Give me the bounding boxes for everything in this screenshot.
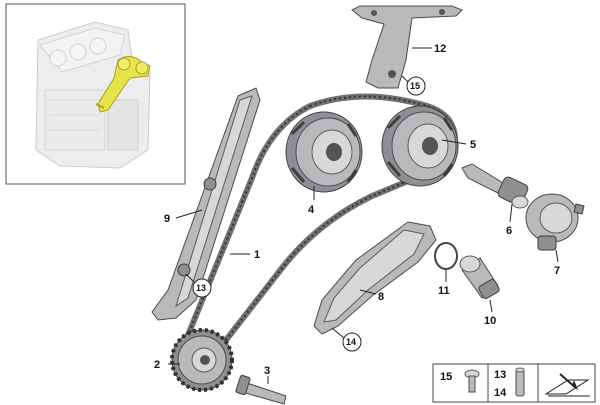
- callout-13-circle: [192, 278, 212, 298]
- chain-tensioner-part-10: [459, 255, 500, 299]
- callout-14-circle: [342, 332, 362, 352]
- camshaft-adjuster-part-4: [285, 111, 363, 193]
- callout-9: 9: [164, 213, 170, 225]
- crankshaft-sprocket-part-2: [170, 328, 234, 392]
- leader-lines: [168, 47, 559, 384]
- callout-14: 14: [346, 337, 356, 347]
- callout-4: 4: [308, 204, 315, 216]
- guide-rail-part-9: [151, 87, 261, 321]
- legend-13-label: 13: [494, 369, 506, 381]
- pin-icon: [515, 367, 525, 397]
- callout-labels: 12 15 5 4 1 9 13 2 3 6 7 11 10 8 14: [154, 43, 560, 377]
- parts-legend: 15 13 14: [432, 363, 596, 403]
- callout-12: 12: [434, 43, 446, 55]
- callout-2: 2: [154, 359, 160, 371]
- engine-overview-thumbnail: [5, 3, 186, 185]
- chain-tensioner-part-7: [525, 193, 585, 251]
- timing-chain-part-1: [182, 93, 459, 358]
- bracket-part-12: [351, 5, 463, 89]
- gasket-symbol-icon: [544, 373, 590, 397]
- callout-13: 13: [196, 283, 206, 293]
- callout-15: 15: [410, 81, 420, 91]
- callout-5: 5: [470, 139, 476, 151]
- screw-icon: [464, 369, 480, 393]
- legend-15-label: 15: [440, 371, 452, 383]
- callout-7: 7: [554, 265, 560, 277]
- central-valve-part-6: [461, 163, 529, 209]
- bolt-part-3: [235, 374, 287, 405]
- callout-11: 11: [438, 285, 450, 297]
- callout-8: 8: [378, 291, 384, 303]
- callout-10: 10: [484, 315, 496, 327]
- camshaft-adjuster-part-5: [381, 105, 459, 187]
- callout-3: 3: [264, 365, 270, 377]
- callout-1: 1: [254, 249, 260, 261]
- callout-15-circle: [406, 76, 426, 96]
- sealing-ring-part-11: [434, 242, 458, 270]
- legend-14-label: 14: [494, 387, 507, 399]
- callout-6: 6: [506, 225, 512, 237]
- highlighted-timing-drive: [95, 56, 151, 113]
- tensioner-rail-part-8: [313, 221, 437, 335]
